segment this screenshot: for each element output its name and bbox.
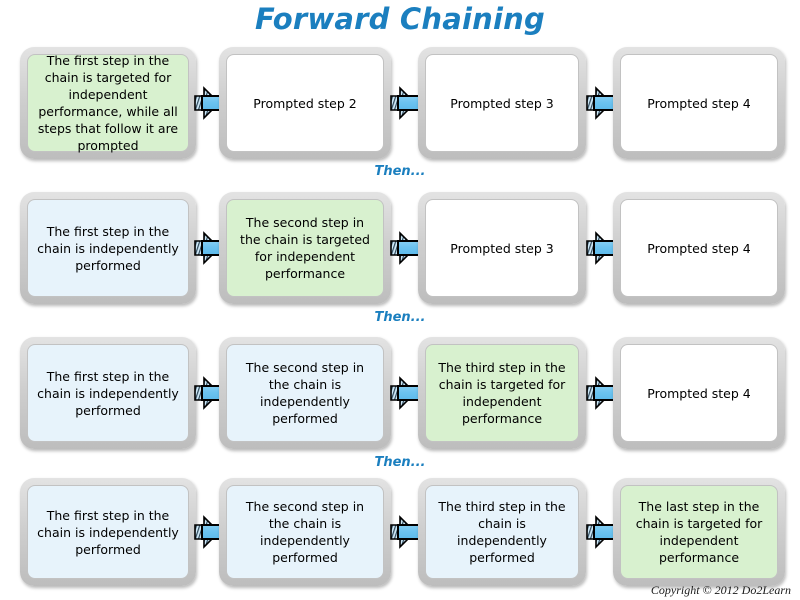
step-text-r3-c4: Prompted step 4	[620, 344, 778, 442]
step-text-r3-c1: The first step in the chain is independe…	[27, 344, 189, 442]
then-separator-2: Then...	[374, 310, 426, 325]
step-text-r4-c2: The second step in the chain is independ…	[226, 485, 384, 579]
page-title: Forward Chaining	[255, 2, 545, 36]
step-text-r4-c3: The third step in the chain is independe…	[425, 485, 579, 579]
step-box-r2-c1[interactable]: The first step in the chain is independe…	[20, 192, 196, 304]
step-text-r3-c3: The third step in the chain is targeted …	[425, 344, 579, 442]
step-box-r2-c4[interactable]: Prompted step 4	[613, 192, 785, 304]
step-text-r4-c4: The last step in the chain is targeted f…	[620, 485, 778, 579]
step-box-r4-c4[interactable]: The last step in the chain is targeted f…	[613, 478, 785, 586]
step-box-r4-c1[interactable]: The first step in the chain is independe…	[20, 478, 196, 586]
step-text-r3-c2: The second step in the chain is independ…	[226, 344, 384, 442]
step-text-r1-c1: The first step in the chain is targeted …	[27, 53, 189, 153]
step-box-r1-c4[interactable]: Prompted step 4	[613, 47, 785, 159]
step-text-r2-c2: The second step in the chain is targeted…	[226, 199, 384, 297]
chain-row-4: The first step in the chain is independe…	[0, 478, 800, 586]
step-box-r1-c3[interactable]: Prompted step 3	[418, 47, 586, 159]
step-text-r2-c1: The first step in the chain is independe…	[27, 199, 189, 297]
copyright-notice: Copyright © 2012 Do2Learn	[650, 583, 791, 597]
step-box-r3-c3[interactable]: The third step in the chain is targeted …	[418, 337, 586, 449]
then-separator-3: Then...	[374, 455, 426, 470]
step-box-r1-c2[interactable]: Prompted step 2	[219, 47, 391, 159]
step-box-r1-c1[interactable]: The first step in the chain is targeted …	[20, 47, 196, 159]
step-box-r3-c1[interactable]: The first step in the chain is independe…	[20, 337, 196, 449]
chain-row-3: The first step in the chain is independe…	[0, 337, 800, 449]
chain-row-2: The first step in the chain is independe…	[0, 192, 800, 304]
step-text-r4-c1: The first step in the chain is independe…	[27, 485, 189, 579]
chain-row-1: The first step in the chain is targeted …	[0, 47, 800, 159]
step-text-r1-c4: Prompted step 4	[620, 54, 778, 152]
step-box-r3-c2[interactable]: The second step in the chain is independ…	[219, 337, 391, 449]
then-separator-1: Then...	[374, 164, 426, 179]
step-text-r2-c4: Prompted step 4	[620, 199, 778, 297]
step-box-r2-c2[interactable]: The second step in the chain is targeted…	[219, 192, 391, 304]
step-text-r1-c3: Prompted step 3	[425, 54, 579, 152]
step-box-r2-c3[interactable]: Prompted step 3	[418, 192, 586, 304]
step-text-r1-c2: Prompted step 2	[226, 54, 384, 152]
step-box-r3-c4[interactable]: Prompted step 4	[613, 337, 785, 449]
step-box-r4-c3[interactable]: The third step in the chain is independe…	[418, 478, 586, 586]
step-box-r4-c2[interactable]: The second step in the chain is independ…	[219, 478, 391, 586]
step-text-r2-c3: Prompted step 3	[425, 199, 579, 297]
